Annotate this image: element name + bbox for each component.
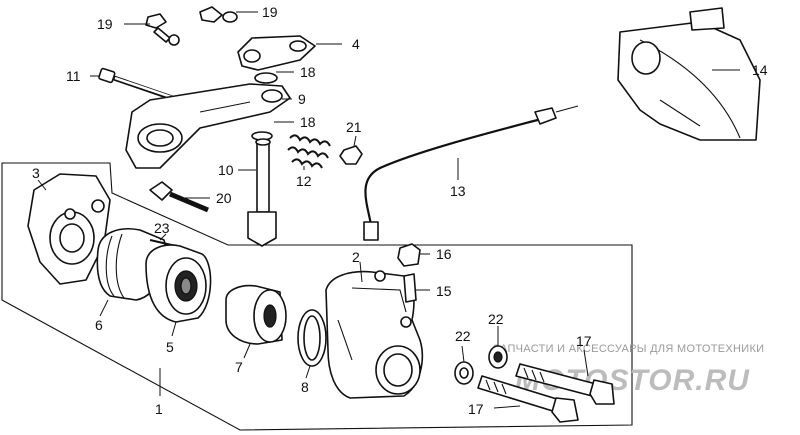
bolt-17-lower (477, 375, 579, 423)
seal-8 (297, 309, 327, 367)
bleeder-15 (403, 273, 417, 303)
callout-22-left: 22 (455, 328, 471, 344)
callout-1: 1 (155, 401, 163, 417)
bolt-17-upper (515, 363, 615, 405)
screw-19-left (145, 13, 180, 46)
pin-10 (247, 138, 277, 247)
callout-19-right: 19 (262, 4, 278, 20)
cap-16 (397, 243, 421, 267)
callout-2: 2 (352, 249, 360, 265)
spring-12 (287, 134, 331, 169)
callout-18-upper: 18 (300, 64, 316, 80)
callout-17-lower: 17 (468, 401, 484, 417)
bolt-19-top (199, 6, 238, 23)
caliper-body-2 (325, 270, 424, 399)
piston-7 (225, 284, 287, 345)
bracket-arm-9 (125, 83, 291, 169)
holder-plate-3 (27, 173, 111, 285)
link-plate-4 (237, 35, 316, 71)
callout-23: 23 (154, 220, 170, 236)
nut-21 (339, 145, 363, 165)
callout-14: 14 (752, 62, 768, 78)
callout-labels: 1 2 3 4 5 6 7 8 9 10 11 12 13 14 15 16 1… (32, 4, 768, 417)
callout-3: 3 (32, 165, 40, 181)
bracket-14 (617, 7, 761, 141)
callout-10: 10 (218, 162, 234, 178)
callout-9: 9 (298, 91, 306, 107)
callout-7: 7 (235, 359, 243, 375)
callout-18-lower: 18 (300, 114, 316, 130)
callout-5: 5 (166, 339, 174, 355)
o-ring-18-upper (254, 72, 278, 84)
callout-22-right: 22 (488, 311, 504, 327)
callout-8: 8 (301, 379, 309, 395)
watermark-caption: ЗАПЧАСТИ И АКСЕССУАРЫ ДЛЯ МОТОТЕХНИКИ (493, 343, 764, 355)
callout-21: 21 (346, 119, 362, 135)
callout-4: 4 (352, 36, 360, 52)
callout-16: 16 (436, 246, 452, 262)
bolt-11 (98, 67, 179, 103)
assembly-outline (1, 162, 633, 431)
cable-13 (363, 105, 579, 241)
leader-lines (37, 11, 740, 409)
callout-20: 20 (216, 190, 232, 206)
callout-6: 6 (95, 317, 103, 333)
callout-19-left: 19 (97, 16, 113, 32)
callout-13: 13 (450, 183, 466, 199)
callout-15: 15 (436, 283, 452, 299)
callout-17-upper: 17 (576, 333, 592, 349)
callout-11: 11 (66, 68, 81, 84)
bolt-20 (149, 181, 209, 213)
piston-5 (145, 244, 212, 323)
callout-12: 12 (296, 173, 312, 189)
